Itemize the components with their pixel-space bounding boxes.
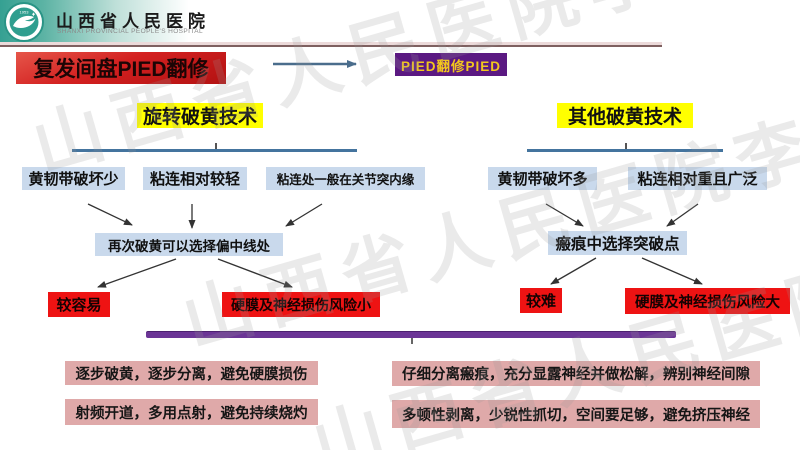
right-condition-1: 黄韧带破坏多	[488, 167, 597, 190]
right-branch-bracket	[527, 143, 723, 152]
left-risk-box: 硬膜及神经损伤风险小	[222, 292, 380, 317]
left-branch-bracket	[72, 143, 357, 152]
left-decision-box: 再次破黄可以选择偏中线处	[95, 233, 283, 256]
right-tip-2: 多顿性剥离，少锐性抓切，空间要足够，避免挤压神经	[392, 400, 760, 428]
watermark: 山西省人民医院李利军	[174, 60, 800, 362]
right-risk-box: 硬膜及神经损伤风险大	[625, 288, 790, 314]
left-difficulty-box: 较容易	[48, 292, 110, 317]
hospital-name-en: SHANXI PROVINCIAL PEOPLE'S HOSPITAL	[57, 28, 204, 35]
svg-text:1953: 1953	[20, 10, 30, 15]
left-tip-2: 射频开道，多用点射，避免持续烧灼	[65, 399, 318, 425]
hospital-logo: 1953	[4, 2, 44, 42]
left-tip-1: 逐步破黄，逐步分离，避免硬膜损伤	[65, 361, 318, 385]
right-difficulty-box: 较难	[520, 288, 562, 313]
left-branch-header: 旋转破黄技术	[137, 103, 263, 128]
right-condition-2: 粘连相对重且广泛	[628, 167, 767, 190]
slide-title: 复发间盘PIED翻修	[16, 52, 226, 84]
right-tip-1: 仔细分离瘢痕，充分显露神经并做松解，辨别神经间隙	[392, 361, 760, 386]
right-branch-header: 其他破黄技术	[557, 103, 693, 128]
header-divider	[0, 42, 662, 47]
right-decision-box: 瘢痕中选择突破点	[548, 231, 687, 255]
left-condition-3: 粘连处一般在关节突内缘	[266, 167, 425, 190]
flow-label-box: PIED翻修PIED	[395, 53, 507, 76]
section-divider-bar	[146, 331, 676, 344]
left-condition-1: 黄韧带破坏少	[22, 167, 125, 190]
left-condition-2: 粘连相对较轻	[143, 167, 247, 190]
dove-icon: 1953	[4, 2, 44, 42]
hospital-name: 山西省人民医院	[56, 12, 210, 31]
